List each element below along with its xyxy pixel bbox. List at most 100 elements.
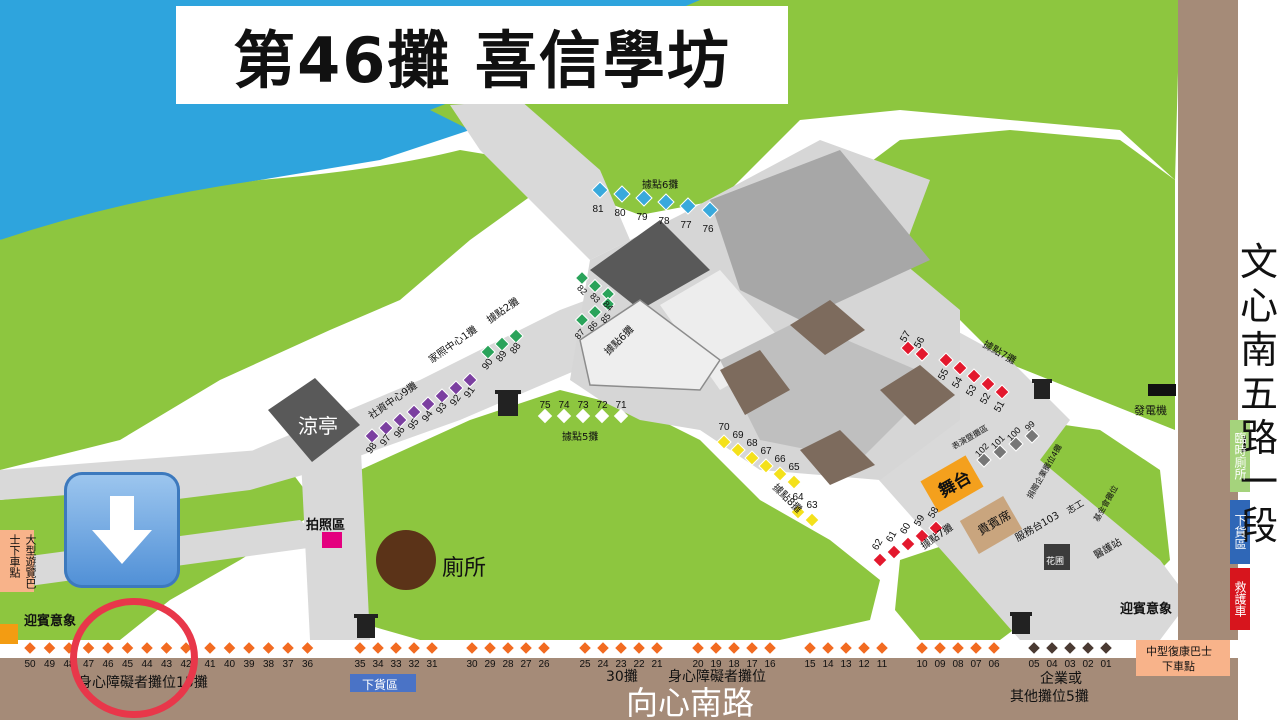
side-unloading-text: 下貨區 — [1233, 514, 1247, 550]
booth-marker — [914, 346, 930, 362]
booth-marker — [679, 197, 697, 215]
booth-marker — [448, 380, 464, 396]
booth-number: 73 — [577, 400, 589, 411]
booth-marker — [649, 640, 665, 656]
booth-marker — [1044, 640, 1060, 656]
booth-marker — [635, 189, 653, 207]
booth-number: 60 — [898, 521, 913, 537]
booth-marker — [202, 640, 218, 656]
booth-number: 08 — [952, 659, 964, 670]
booth-marker — [1098, 640, 1114, 656]
booth-marker — [482, 640, 498, 656]
flower-bed — [1044, 544, 1070, 570]
booth-marker — [480, 344, 496, 360]
unloading-box-bottom — [350, 674, 416, 692]
booth-number: 16 — [764, 659, 776, 670]
booth-number: 18 — [728, 659, 740, 670]
booth-marker — [420, 396, 436, 412]
path-top — [450, 100, 630, 260]
plaza-gray-big — [710, 150, 930, 320]
booth-marker — [575, 408, 591, 424]
booth-marker — [802, 640, 818, 656]
booth-marker — [820, 640, 836, 656]
left-orange-marker — [0, 624, 18, 644]
booth-number: 80 — [614, 208, 626, 219]
booth-marker — [577, 640, 593, 656]
booth-number: 26 — [538, 659, 550, 670]
generator-label: 發電機 — [1134, 404, 1167, 417]
booth-number: 19 — [710, 659, 722, 670]
big-bus-label: 大型遊覽巴士下車點 — [8, 534, 37, 589]
booth-marker — [1026, 640, 1042, 656]
bottom-road — [0, 655, 1238, 720]
side-ambulance-box — [1230, 568, 1250, 630]
booth-marker — [716, 434, 732, 450]
booth-number: 17 — [746, 659, 758, 670]
unloading-label: 下貨區 — [362, 678, 399, 692]
side-unloading-label: 下貨區 — [1230, 500, 1250, 564]
booth-number: 15 — [804, 659, 816, 670]
zone-point6-top: 據點6攤 — [642, 180, 679, 191]
booth-marker — [744, 450, 760, 466]
booth-marker — [932, 640, 948, 656]
booth-marker — [900, 536, 916, 552]
booth-marker — [980, 376, 996, 392]
booth-marker — [986, 640, 1002, 656]
booth-number: 34 — [372, 659, 384, 670]
booth-marker — [500, 640, 516, 656]
booth-marker — [600, 296, 616, 312]
booth-number: 49 — [44, 659, 56, 670]
booth-marker — [856, 640, 872, 656]
booth-number: 05 — [1028, 659, 1040, 670]
booth-marker — [280, 640, 296, 656]
path-diagonal — [160, 280, 700, 500]
booth-number: 35 — [354, 659, 366, 670]
road-char: 心 — [1239, 284, 1278, 328]
grass-right-mid — [860, 130, 1175, 430]
note-other-5: 其他攤位5攤 — [1010, 689, 1089, 705]
booth-number: 69 — [732, 430, 744, 441]
booth-marker — [804, 512, 820, 528]
grass-middle — [350, 390, 880, 640]
road-char: 路 — [1239, 416, 1278, 460]
side-toilet-text: 臨時廁所 — [1233, 432, 1247, 480]
booth-number: 11 — [877, 659, 888, 670]
highlight-circle — [70, 598, 198, 718]
booth-marker — [838, 640, 854, 656]
booth-marker — [730, 442, 746, 458]
booth-number: 36 — [302, 659, 314, 670]
booth-marker — [392, 412, 408, 428]
booth-marker — [690, 640, 706, 656]
booth-number: 78 — [658, 216, 670, 227]
side-toilet-label: 臨時廁所 — [1230, 420, 1250, 492]
mid-bus-label-2: 下車點 — [1162, 660, 1195, 673]
booth-marker — [406, 404, 422, 420]
side-ambulance-label: 救護車 — [1230, 568, 1250, 630]
booth-marker — [518, 640, 534, 656]
booth-marker — [701, 201, 719, 219]
booth-number: 65 — [788, 462, 800, 473]
booth-number: 21 — [651, 659, 663, 670]
trash-icon — [354, 379, 1052, 638]
booth-marker — [886, 544, 902, 560]
booth-marker — [595, 640, 611, 656]
booth-marker — [1024, 428, 1040, 444]
plaza-brown-1 — [790, 300, 865, 355]
booth-number: 07 — [970, 659, 982, 670]
booth-marker — [591, 181, 609, 199]
booth-number: 22 — [633, 659, 645, 670]
booth-marker — [462, 372, 478, 388]
booth-marker — [1062, 640, 1078, 656]
booth-marker — [406, 640, 422, 656]
booth-number: 56 — [912, 335, 927, 351]
booth-number: 02 — [1082, 659, 1094, 670]
booth-marker — [613, 185, 631, 203]
booth-number: 41 — [204, 659, 216, 670]
down-arrow-icon — [64, 472, 180, 588]
booth-marker — [300, 640, 315, 656]
booth-number: 39 — [243, 659, 255, 670]
booth-number: 52 — [978, 391, 993, 407]
road-char: 五 — [1239, 372, 1278, 416]
booth-number: 79 — [636, 212, 648, 223]
